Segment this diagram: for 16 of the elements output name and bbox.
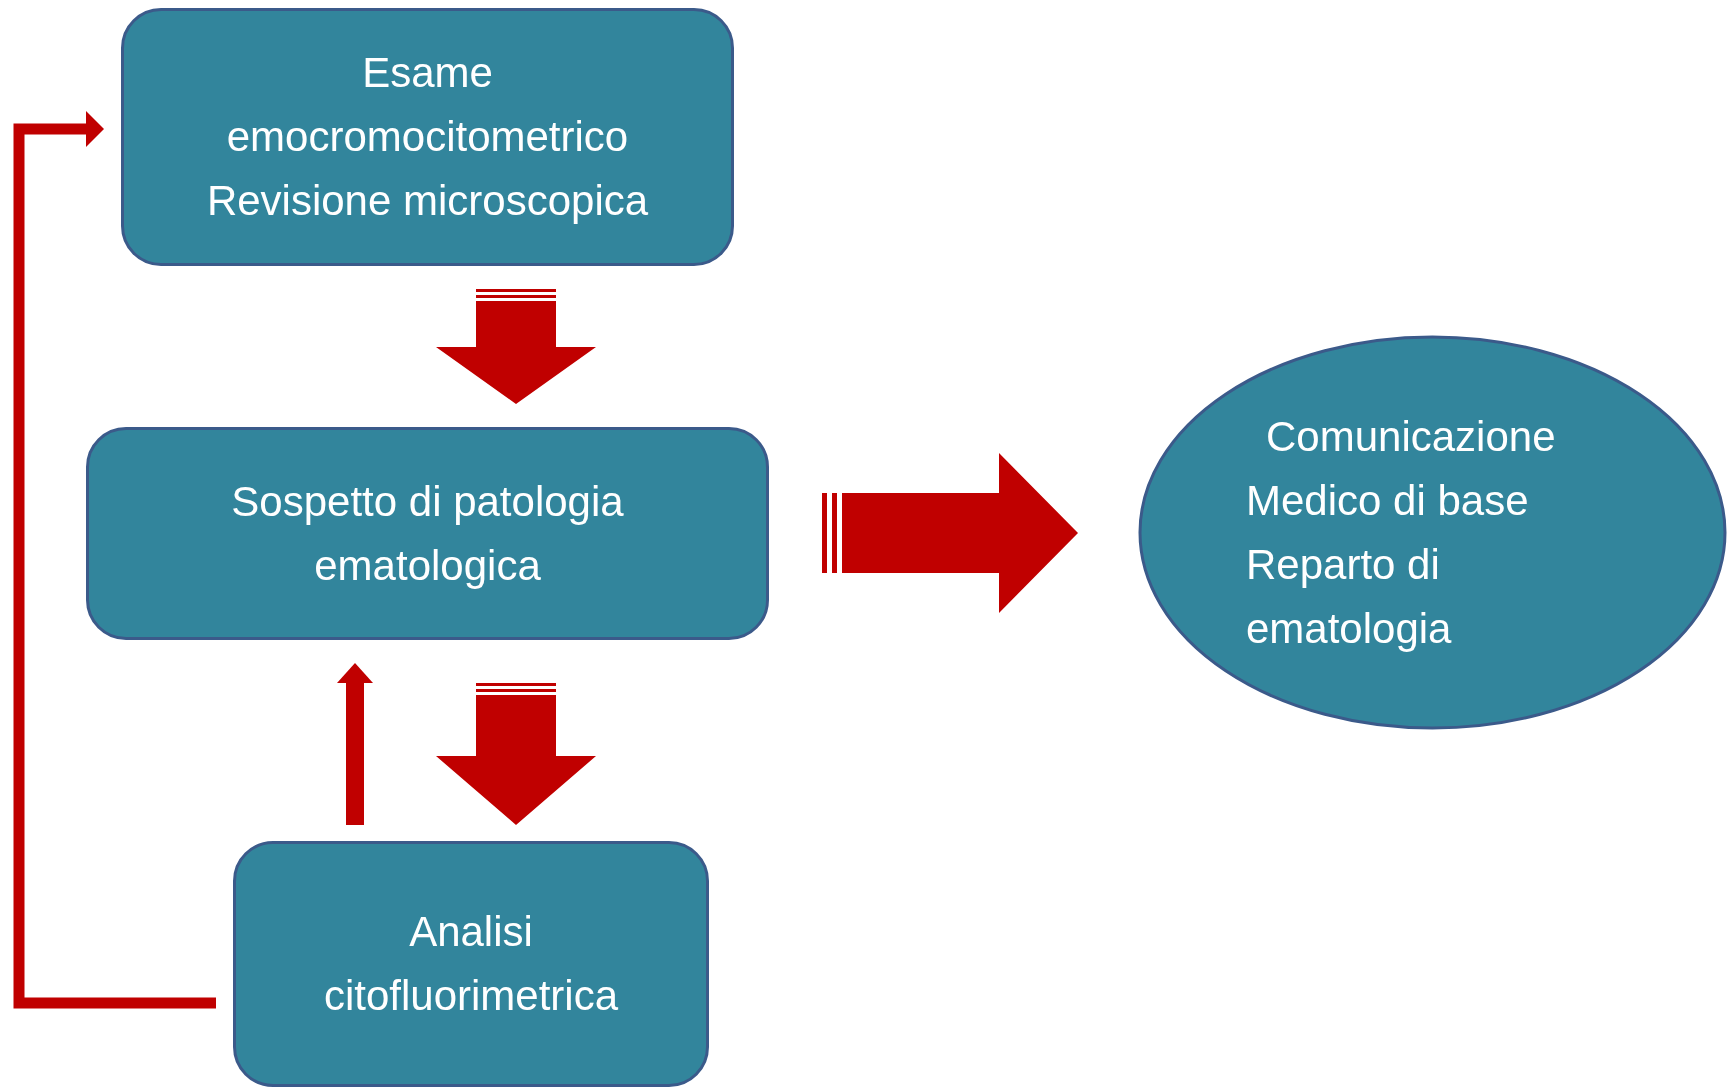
node-text: Sospetto di patologia ematologica — [230, 476, 625, 591]
block-arrow — [436, 683, 596, 825]
node-text: Medico di base — [1246, 475, 1529, 526]
ellipse-node — [1138, 335, 1727, 730]
process-box — [121, 8, 734, 266]
node-text: Analisi citofluorimetrica — [322, 907, 620, 1021]
process-box — [86, 427, 769, 640]
block-arrow — [436, 289, 596, 404]
block-arrow — [822, 453, 1078, 613]
node-text: Reparto di ematologia — [1246, 539, 1453, 654]
node-text: Comunicazione — [1265, 411, 1556, 462]
node-text: Esame emocromocitometrico — [225, 48, 630, 162]
arrow — [13, 111, 216, 1009]
arrow — [337, 663, 373, 825]
process-box — [233, 841, 709, 1087]
node-text: Revisione microscopica — [206, 176, 649, 226]
